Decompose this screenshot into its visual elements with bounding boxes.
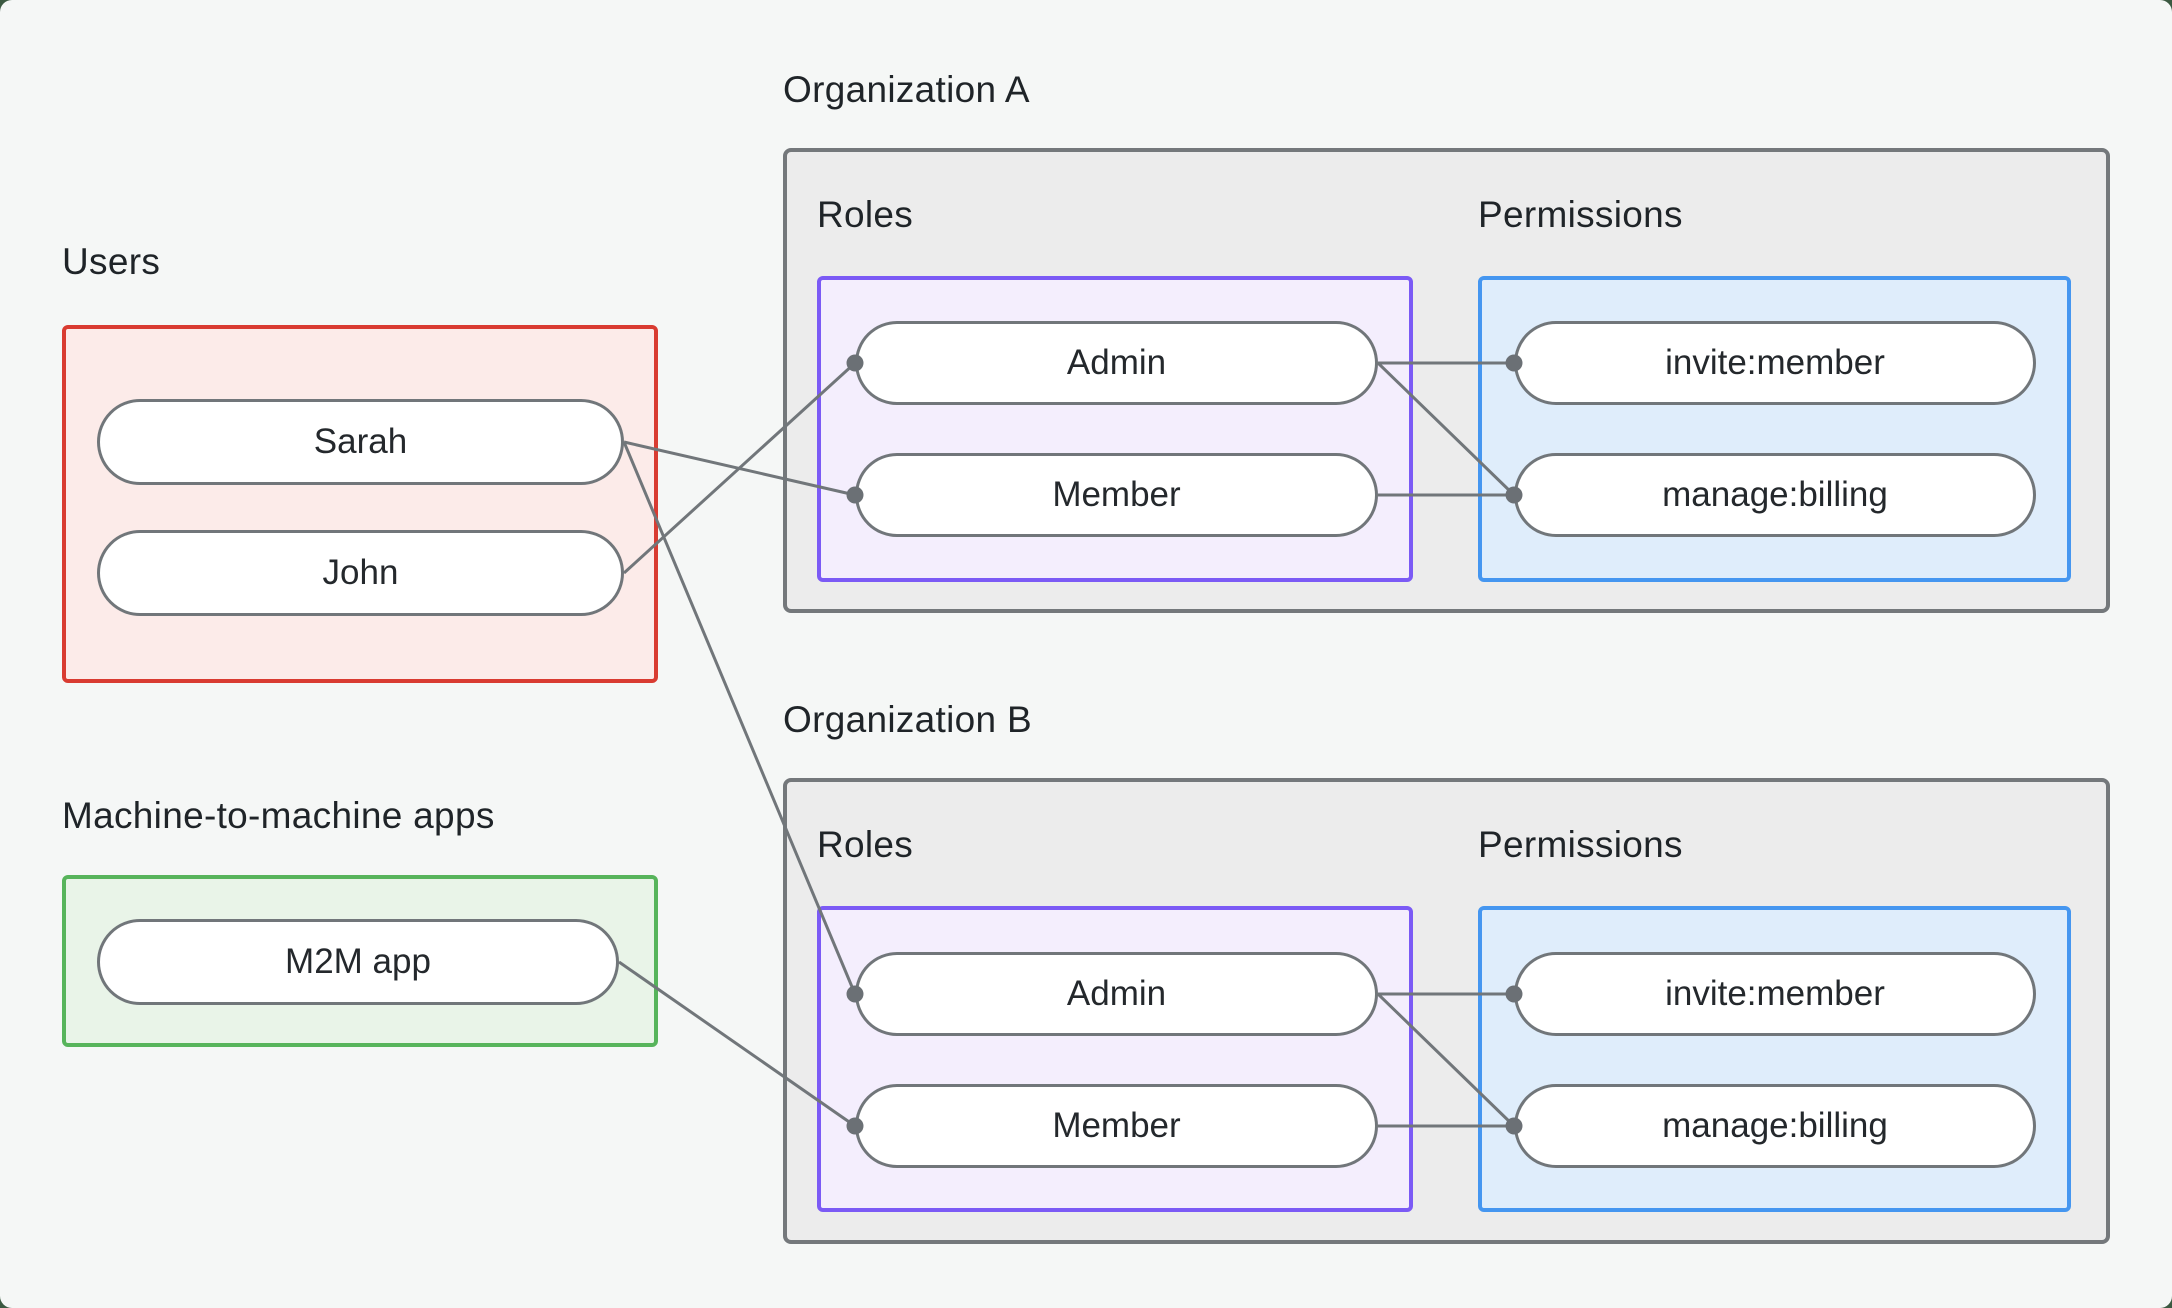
node-org-a-permission-invite-member: invite:member (1514, 321, 2036, 405)
org-a-roles-title: Roles (817, 194, 914, 235)
node-label: Member (1052, 475, 1181, 514)
node-org-b-permission-invite-member: invite:member (1514, 952, 2036, 1036)
node-m2m-app: M2M app (97, 919, 619, 1005)
node-label: Admin (1066, 974, 1167, 1013)
org-a-title: Organization A (783, 69, 1030, 110)
node-label: Admin (1066, 343, 1167, 382)
node-label: Sarah (313, 422, 408, 461)
node-label: Member (1052, 1106, 1181, 1145)
node-label: invite:member (1665, 343, 1885, 382)
node-org-a-permission-manage-billing: manage:billing (1514, 453, 2036, 537)
m2m-section-title: Machine-to-machine apps (62, 795, 495, 836)
node-label: manage:billing (1662, 1106, 1888, 1145)
org-a-permissions-title: Permissions (1478, 194, 1683, 235)
node-user-sarah: Sarah (97, 399, 624, 485)
node-org-b-role-member: Member (855, 1084, 1378, 1168)
node-org-b-role-admin: Admin (855, 952, 1378, 1036)
org-b-permissions-title: Permissions (1478, 824, 1683, 865)
node-org-a-role-member: Member (855, 453, 1378, 537)
node-org-a-role-admin: Admin (855, 321, 1378, 405)
users-group-box (62, 325, 658, 683)
node-label: invite:member (1665, 974, 1885, 1013)
org-b-roles-title: Roles (817, 824, 914, 865)
node-label: John (322, 553, 399, 592)
users-section-title: Users (62, 241, 161, 282)
org-b-title: Organization B (783, 699, 1032, 740)
node-label: manage:billing (1662, 475, 1888, 514)
node-user-john: John (97, 530, 624, 616)
node-label: M2M app (285, 942, 431, 981)
node-org-b-permission-manage-billing: manage:billing (1514, 1084, 2036, 1168)
